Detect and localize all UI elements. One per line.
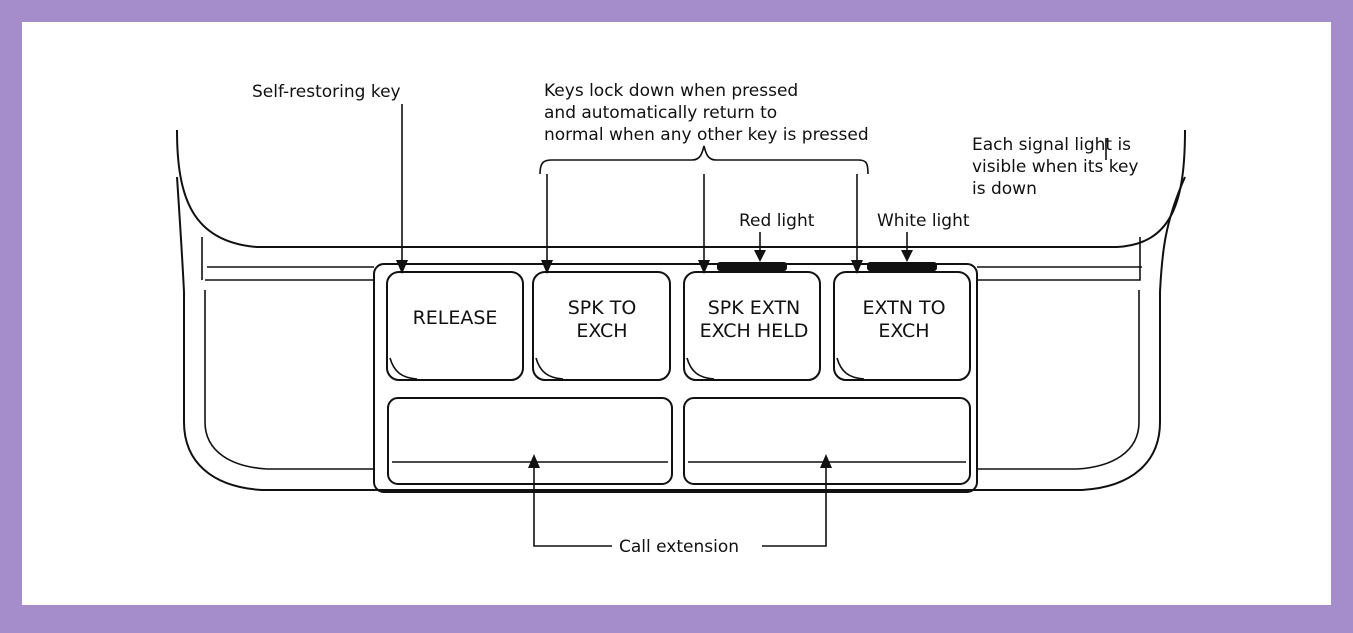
key-tray — [373, 263, 978, 493]
lock-keys-brace — [539, 145, 869, 175]
call-extension-label: Call extension — [619, 537, 739, 557]
spk-to-exch-line1: SPK TO — [568, 297, 637, 319]
spk-extn-line2: EXCH HELD — [700, 320, 809, 342]
diagram-frame: RELEASE SPK TO EXCH SPK EXTN EXCH HELD E… — [22, 22, 1331, 605]
signal-light-line1: Each signal light is — [972, 135, 1131, 155]
extn-to-exch-line2: EXCH — [878, 320, 929, 342]
lock-keys-line2: and automatically return to — [544, 103, 777, 123]
red-signal-light — [717, 262, 787, 271]
signal-light-line2: visible when its key — [972, 157, 1138, 177]
red-light-label: Red light — [739, 211, 815, 231]
spk-extn-line1: SPK EXTN — [708, 297, 801, 319]
lock-keys-line1: Keys lock down when pressed — [544, 81, 798, 101]
signal-light-line3: is down — [972, 179, 1037, 199]
extn-to-exch-key[interactable]: EXTN TO EXCH — [833, 271, 971, 381]
release-key[interactable]: RELEASE — [386, 271, 524, 381]
telephone-body — [176, 129, 1186, 491]
keypad-diagram: RELEASE SPK TO EXCH SPK EXTN EXCH HELD E… — [176, 81, 1186, 557]
white-light-label: White light — [877, 211, 970, 231]
call-extension-pointer-left — [533, 458, 612, 547]
spk-to-exch-line2: EXCH — [576, 320, 627, 342]
white-signal-light — [867, 262, 937, 271]
spk-to-exch-key[interactable]: SPK TO EXCH — [532, 271, 671, 381]
call-extension-key-left[interactable] — [387, 397, 673, 485]
self-restoring-label: Self-restoring key — [252, 82, 401, 102]
extn-to-exch-line1: EXTN TO — [862, 297, 945, 319]
call-extension-key-right[interactable] — [683, 397, 971, 485]
lock-keys-line3: normal when any other key is pressed — [544, 125, 869, 145]
spk-extn-exch-held-key[interactable]: SPK EXTN EXCH HELD — [683, 271, 821, 381]
release-key-label: RELEASE — [413, 307, 498, 329]
call-extension-pointer-right — [762, 458, 827, 547]
